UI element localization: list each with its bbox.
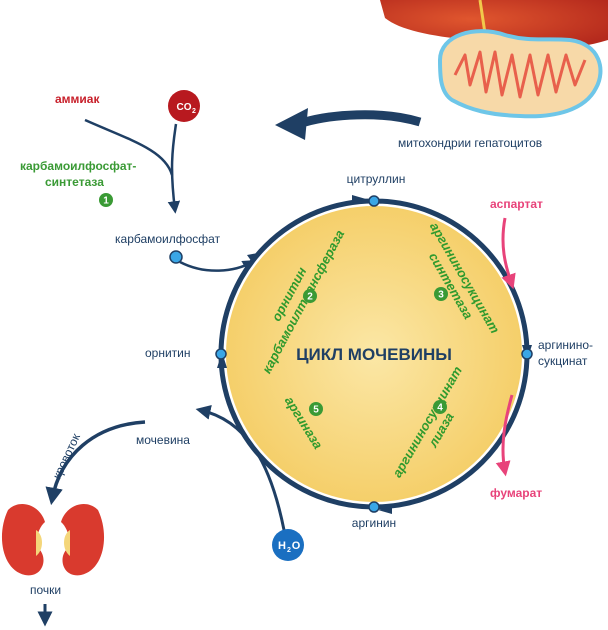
step-5-badge [309, 402, 323, 416]
svg-text:1: 1 [103, 196, 109, 207]
co2-arrow [167, 123, 181, 214]
argininosuccinate-node [521, 348, 533, 360]
ammonia-label: аммиак [55, 92, 100, 106]
bloodstream-label: кровоток [50, 431, 84, 482]
mitochondria-label: митохондрии гепатоцитов [398, 136, 542, 150]
carbamoyl-phosphate-arrow [179, 260, 256, 272]
ornithine-label: орнитин [145, 346, 191, 360]
aspartate-arrow [501, 217, 516, 290]
citrulline-node [368, 195, 380, 207]
mitochondrion-illustration [437, 29, 603, 119]
svg-text:4: 4 [437, 403, 443, 414]
cycle-core [226, 206, 522, 502]
carbamoyl-phosphate-label: карбамоилфосфат [115, 232, 221, 246]
svg-text:O: O [292, 540, 301, 552]
ring-arrow-top [352, 195, 366, 203]
arginine-label: аргинин [352, 516, 396, 530]
argininosuccinate-label-line2: сукцинат [538, 354, 588, 368]
arginase-branch-arrow [195, 404, 286, 531]
fumarate-arrow [495, 394, 514, 477]
carbamoyl-phosphate-node [169, 250, 183, 264]
cycle-title: ЦИКЛ МОЧЕВИНЫ [296, 345, 452, 364]
ring-arrow-bottom [378, 506, 392, 514]
step-3-badge [434, 287, 448, 301]
citrulline-label: цитруллин [347, 172, 406, 186]
svg-text:2: 2 [287, 547, 291, 554]
arginine-node [368, 501, 380, 513]
aspartate-label: аспартат [490, 197, 543, 211]
enzyme-1-label-line1: карбамоилфосфат- [20, 159, 136, 173]
enzyme-1-label-line2: синтетаза [45, 175, 104, 189]
ornithine-node [215, 348, 227, 360]
water-badge: H 2 O [272, 529, 304, 561]
svg-text:2: 2 [307, 292, 313, 303]
step-1-badge [99, 193, 113, 207]
step-4-badge [433, 400, 447, 414]
mitochondria-arrow [303, 110, 422, 127]
mitochondria-arrowhead [275, 108, 308, 140]
ammonia-arrow [84, 118, 174, 176]
ring-arrow-left [217, 352, 227, 368]
svg-text:CO: CO [177, 102, 192, 113]
urea-label: мочевина [136, 433, 190, 447]
bloodstream-arrow [45, 420, 146, 506]
co2-badge: CO 2 [168, 90, 200, 122]
step-2-badge [303, 289, 317, 303]
ring-arrow-topleft [247, 253, 258, 262]
svg-text:H: H [278, 540, 286, 552]
fumarate-label: фумарат [490, 486, 542, 500]
svg-text:5: 5 [313, 405, 319, 416]
kidneys-illustration [1, 503, 105, 576]
argininosuccinate-label-line1: аргинино- [538, 338, 593, 352]
kidneys-label: почки [30, 583, 61, 597]
svg-text:3: 3 [438, 290, 444, 301]
svg-text:2: 2 [192, 108, 196, 115]
svg-text:кровоток: кровоток [50, 431, 84, 482]
